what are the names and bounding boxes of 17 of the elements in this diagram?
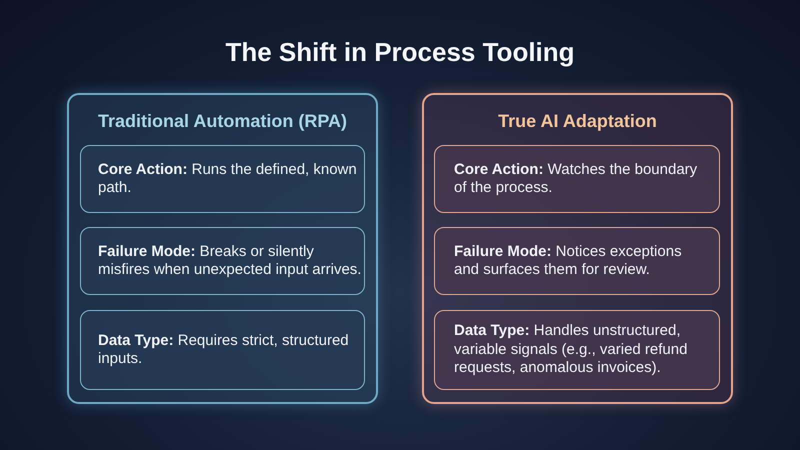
comparison-panel — [67, 93, 378, 404]
panel-heading: True AI Adaptation — [498, 111, 657, 131]
info-card — [434, 310, 720, 390]
info-card — [80, 227, 365, 295]
comparison-panel — [422, 93, 733, 404]
card-text: Data Type: Handles unstructured, variable signals (e.g., varied refund requests, anomalous invoices). — [454, 322, 688, 378]
info-card — [80, 145, 365, 213]
info-card — [80, 310, 365, 390]
card-text: Failure Mode: Breaks or silently misfires when unexpected input arrives. — [98, 242, 362, 280]
card-text: Failure Mode: Notices exceptions and surfaces them for review. — [454, 242, 683, 280]
card-text: Core Action: Runs the defined, known path. — [98, 160, 358, 198]
panel-heading: Traditional Automation (RPA) — [98, 111, 347, 131]
slide-title: The Shift in Process Tooling — [225, 37, 575, 67]
card-text: Data Type: Requires strict, structured inputs. — [98, 332, 350, 368]
info-card — [434, 145, 720, 213]
card-text: Core Action: Watches the boundary of the process. — [454, 160, 698, 198]
info-card — [434, 227, 720, 295]
